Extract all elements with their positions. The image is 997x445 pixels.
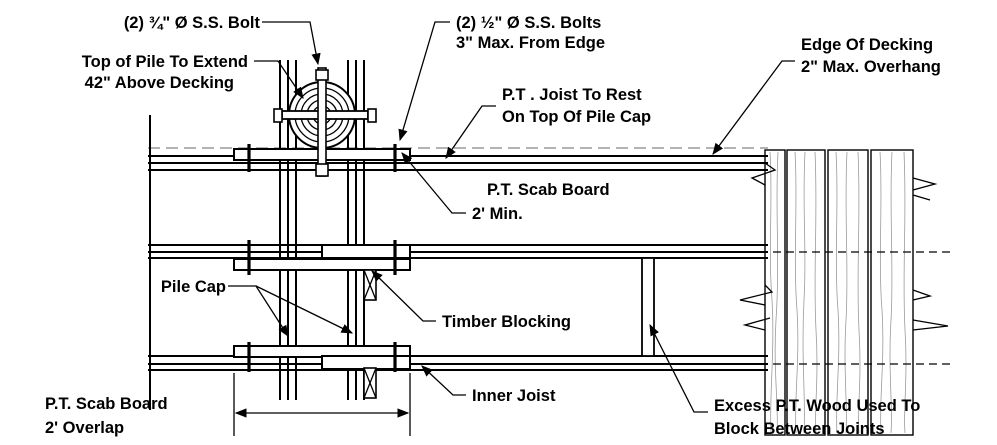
pile-top	[273, 67, 377, 177]
leader-lines	[228, 21, 795, 413]
scab-boards	[233, 144, 411, 372]
label-edge-line2: 2" Max. Overhang	[801, 58, 941, 76]
label-joist-rest-line2: On Top Of Pile Cap	[502, 108, 651, 126]
label-scab-overlap-line1: P.T. Scab Board	[45, 395, 168, 413]
overlap-dimension	[233, 373, 411, 436]
label-bolts-12-line1: (2) ½" Ø S.S. Bolts	[456, 14, 601, 32]
annotation-labels: (2) ¾" Ø S.S. Bolt (2) ½" Ø S.S. Bolts 3…	[45, 14, 941, 438]
label-joist-rest-line1: P.T . Joist To Rest	[502, 86, 642, 104]
label-scab-line1: P.T. Scab Board	[487, 181, 610, 199]
wood-grain	[769, 151, 907, 434]
label-bolt-34: (2) ¾" Ø S.S. Bolt	[124, 14, 261, 32]
label-pile-top-line2: 42" Above Decking	[85, 74, 234, 92]
label-edge-line1: Edge Of Decking	[801, 36, 933, 54]
label-pile-cap: Pile Cap	[161, 278, 226, 296]
label-timber-blocking: Timber Blocking	[442, 313, 571, 331]
decking-boards	[739, 149, 949, 436]
label-excess-line2: Block Between Joints	[714, 420, 885, 438]
label-scab-line2: 2' Min.	[472, 205, 523, 223]
label-scab-overlap-line2: 2' Overlap	[45, 419, 124, 437]
label-pile-top-line1: Top of Pile To Extend	[82, 53, 248, 71]
label-excess-line1: Excess P.T. Wood Used To	[714, 397, 920, 415]
label-bolts-12-line2: 3" Max. From Edge	[456, 34, 605, 52]
joists	[148, 115, 950, 410]
label-inner-joist: Inner Joist	[472, 387, 556, 405]
